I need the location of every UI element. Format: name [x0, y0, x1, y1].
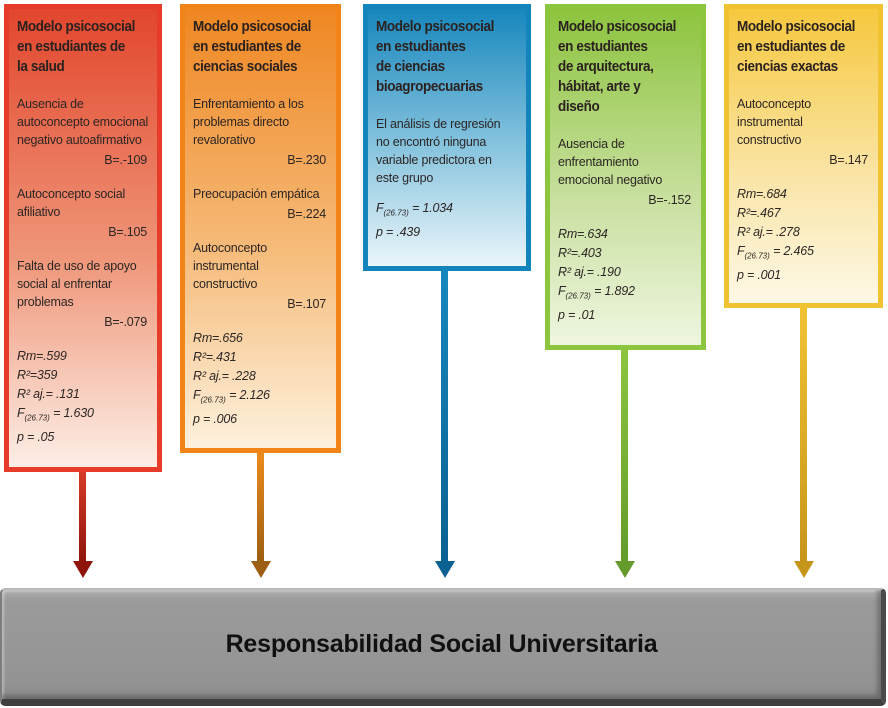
stat-line: R²=359 [17, 368, 58, 382]
stat-line: R² aj.= .131 [17, 387, 80, 401]
down-arrow-sociales [251, 453, 271, 578]
predictor-label: Ausencia de autoconcepto emocional negat… [17, 97, 149, 147]
predictor-beta-value: B=.107 [287, 297, 326, 311]
predictor-list: Ausencia de autoconcepto emocional negat… [17, 95, 149, 331]
predictor: Autoconcepto instrumental constructivo B… [737, 95, 870, 169]
stat-line: p = .001 [737, 267, 781, 282]
model-box-bioagropecuarias: Modelo psicosocial en estudiantes de cie… [363, 4, 531, 271]
stat-line: F(26.73) = 2.126 [193, 388, 270, 405]
predictor-list: Autoconcepto instrumental constructivo B… [737, 95, 870, 169]
model-box-sociales: Modelo psicosocial en estudiantes de cie… [180, 4, 341, 453]
predictor: Enfrentamiento a los problemas directo r… [193, 95, 328, 169]
stat-line: R²=.431 [193, 350, 237, 364]
arrow-stem [79, 472, 86, 562]
predictor-beta-value: B=-.079 [104, 315, 147, 329]
stat-line: R² aj.= .228 [193, 369, 256, 383]
predictor-label: Enfrentamiento a los problemas directo r… [193, 97, 304, 147]
stat-line: Rm=.634 [558, 227, 608, 241]
model-box-title: Modelo psicosocial en estudiantes de la … [17, 18, 136, 75]
predictor-list: Enfrentamiento a los problemas directo r… [193, 95, 328, 313]
stat-line: R² aj.= .278 [737, 225, 800, 239]
arrow-stem [441, 271, 448, 562]
stat-line: F(26.73) = 1.630 [17, 406, 94, 423]
predictor-label: Ausencia de enfrentamiento emocional neg… [558, 137, 663, 187]
model-box-salud: Modelo psicosocial en estudiantes de la … [4, 4, 162, 472]
stat-line: p = .006 [193, 411, 237, 426]
stat-line: F(26.73) = 2.465 [737, 244, 814, 261]
stat-line: Rm=.656 [193, 331, 243, 345]
model-box-title: Modelo psicosocial en estudiantes de arq… [558, 18, 677, 115]
model-box-arte: Modelo psicosocial en estudiantes de arq… [545, 4, 706, 350]
stat-line: R²=.403 [558, 246, 602, 260]
predictor-beta-value: B=.230 [287, 153, 326, 167]
stat-line: F(26.73) = 1.892 [558, 284, 635, 301]
predictor: Preocupación empática B=.224 [193, 185, 328, 223]
stat-line: p = .439 [376, 224, 420, 239]
predictor-beta-value: B=.147 [829, 153, 868, 167]
arrow-stem [621, 350, 628, 562]
predictor: Ausencia de autoconcepto emocional negat… [17, 95, 149, 169]
predictor-beta-value: B=.224 [287, 207, 326, 221]
arrow-head-icon [794, 561, 814, 578]
predictor-label: Falta de uso de apoyo social al enfrenta… [17, 259, 137, 309]
down-arrow-arte [615, 350, 635, 578]
predictor-label: Autoconcepto instrumental constructivo [737, 97, 812, 147]
model-box-title: Modelo psicosocial en estudiantes de cie… [737, 18, 856, 75]
stat-line: R²=.467 [737, 206, 781, 220]
predictor-label: Autoconcepto instrumental constructivo [193, 241, 268, 291]
predictor-beta-value: B=.-109 [104, 153, 147, 167]
arrow-head-icon [615, 561, 635, 578]
predictor-beta-value: B=.105 [108, 225, 147, 239]
predictor-list: Ausencia de enfrentamiento emocional neg… [558, 135, 693, 209]
down-arrow-exactas [794, 308, 814, 578]
stat-line: p = .05 [17, 429, 55, 444]
predictor-label: Preocupación empática [193, 187, 320, 201]
down-arrow-salud [73, 472, 93, 578]
model-note: El análisis de regresión no encontró nin… [376, 117, 501, 185]
predictor: Falta de uso de apoyo social al enfrenta… [17, 257, 149, 331]
stat-line: Rm=.599 [17, 349, 67, 363]
arrow-stem [800, 308, 807, 562]
model-box-exactas: Modelo psicosocial en estudiantes de cie… [724, 4, 883, 308]
target-label: Responsabilidad Social Universitaria [225, 630, 658, 658]
target-bar: Responsabilidad Social Universitaria [0, 588, 886, 706]
stat-line: F(26.73) = 1.034 [376, 201, 453, 218]
predictor-label: Autoconcepto social afiliativo [17, 187, 126, 219]
model-box-title: Modelo psicosocial en estudiantes de cie… [193, 18, 312, 75]
predictor: Autoconcepto social afiliativo B=.105 [17, 185, 149, 241]
model-box-title: Modelo psicosocial en estudiantes de cie… [376, 18, 495, 95]
predictor: Ausencia de enfrentamiento emocional neg… [558, 135, 693, 209]
down-arrow-bioagropecuarias [435, 271, 455, 578]
stat-line: p = .01 [558, 307, 596, 322]
arrow-head-icon [73, 561, 93, 578]
predictor: Autoconcepto instrumental constructivo B… [193, 239, 328, 313]
arrow-stem [257, 453, 264, 562]
stat-line: Rm=.684 [737, 187, 787, 201]
model-stats: F(26.73) = 1.034 p = .439 [376, 199, 518, 242]
arrow-head-icon [251, 561, 271, 578]
arrow-head-icon [435, 561, 455, 578]
predictor-beta-value: B=-.152 [648, 193, 691, 207]
stat-line: R² aj.= .190 [558, 265, 621, 279]
